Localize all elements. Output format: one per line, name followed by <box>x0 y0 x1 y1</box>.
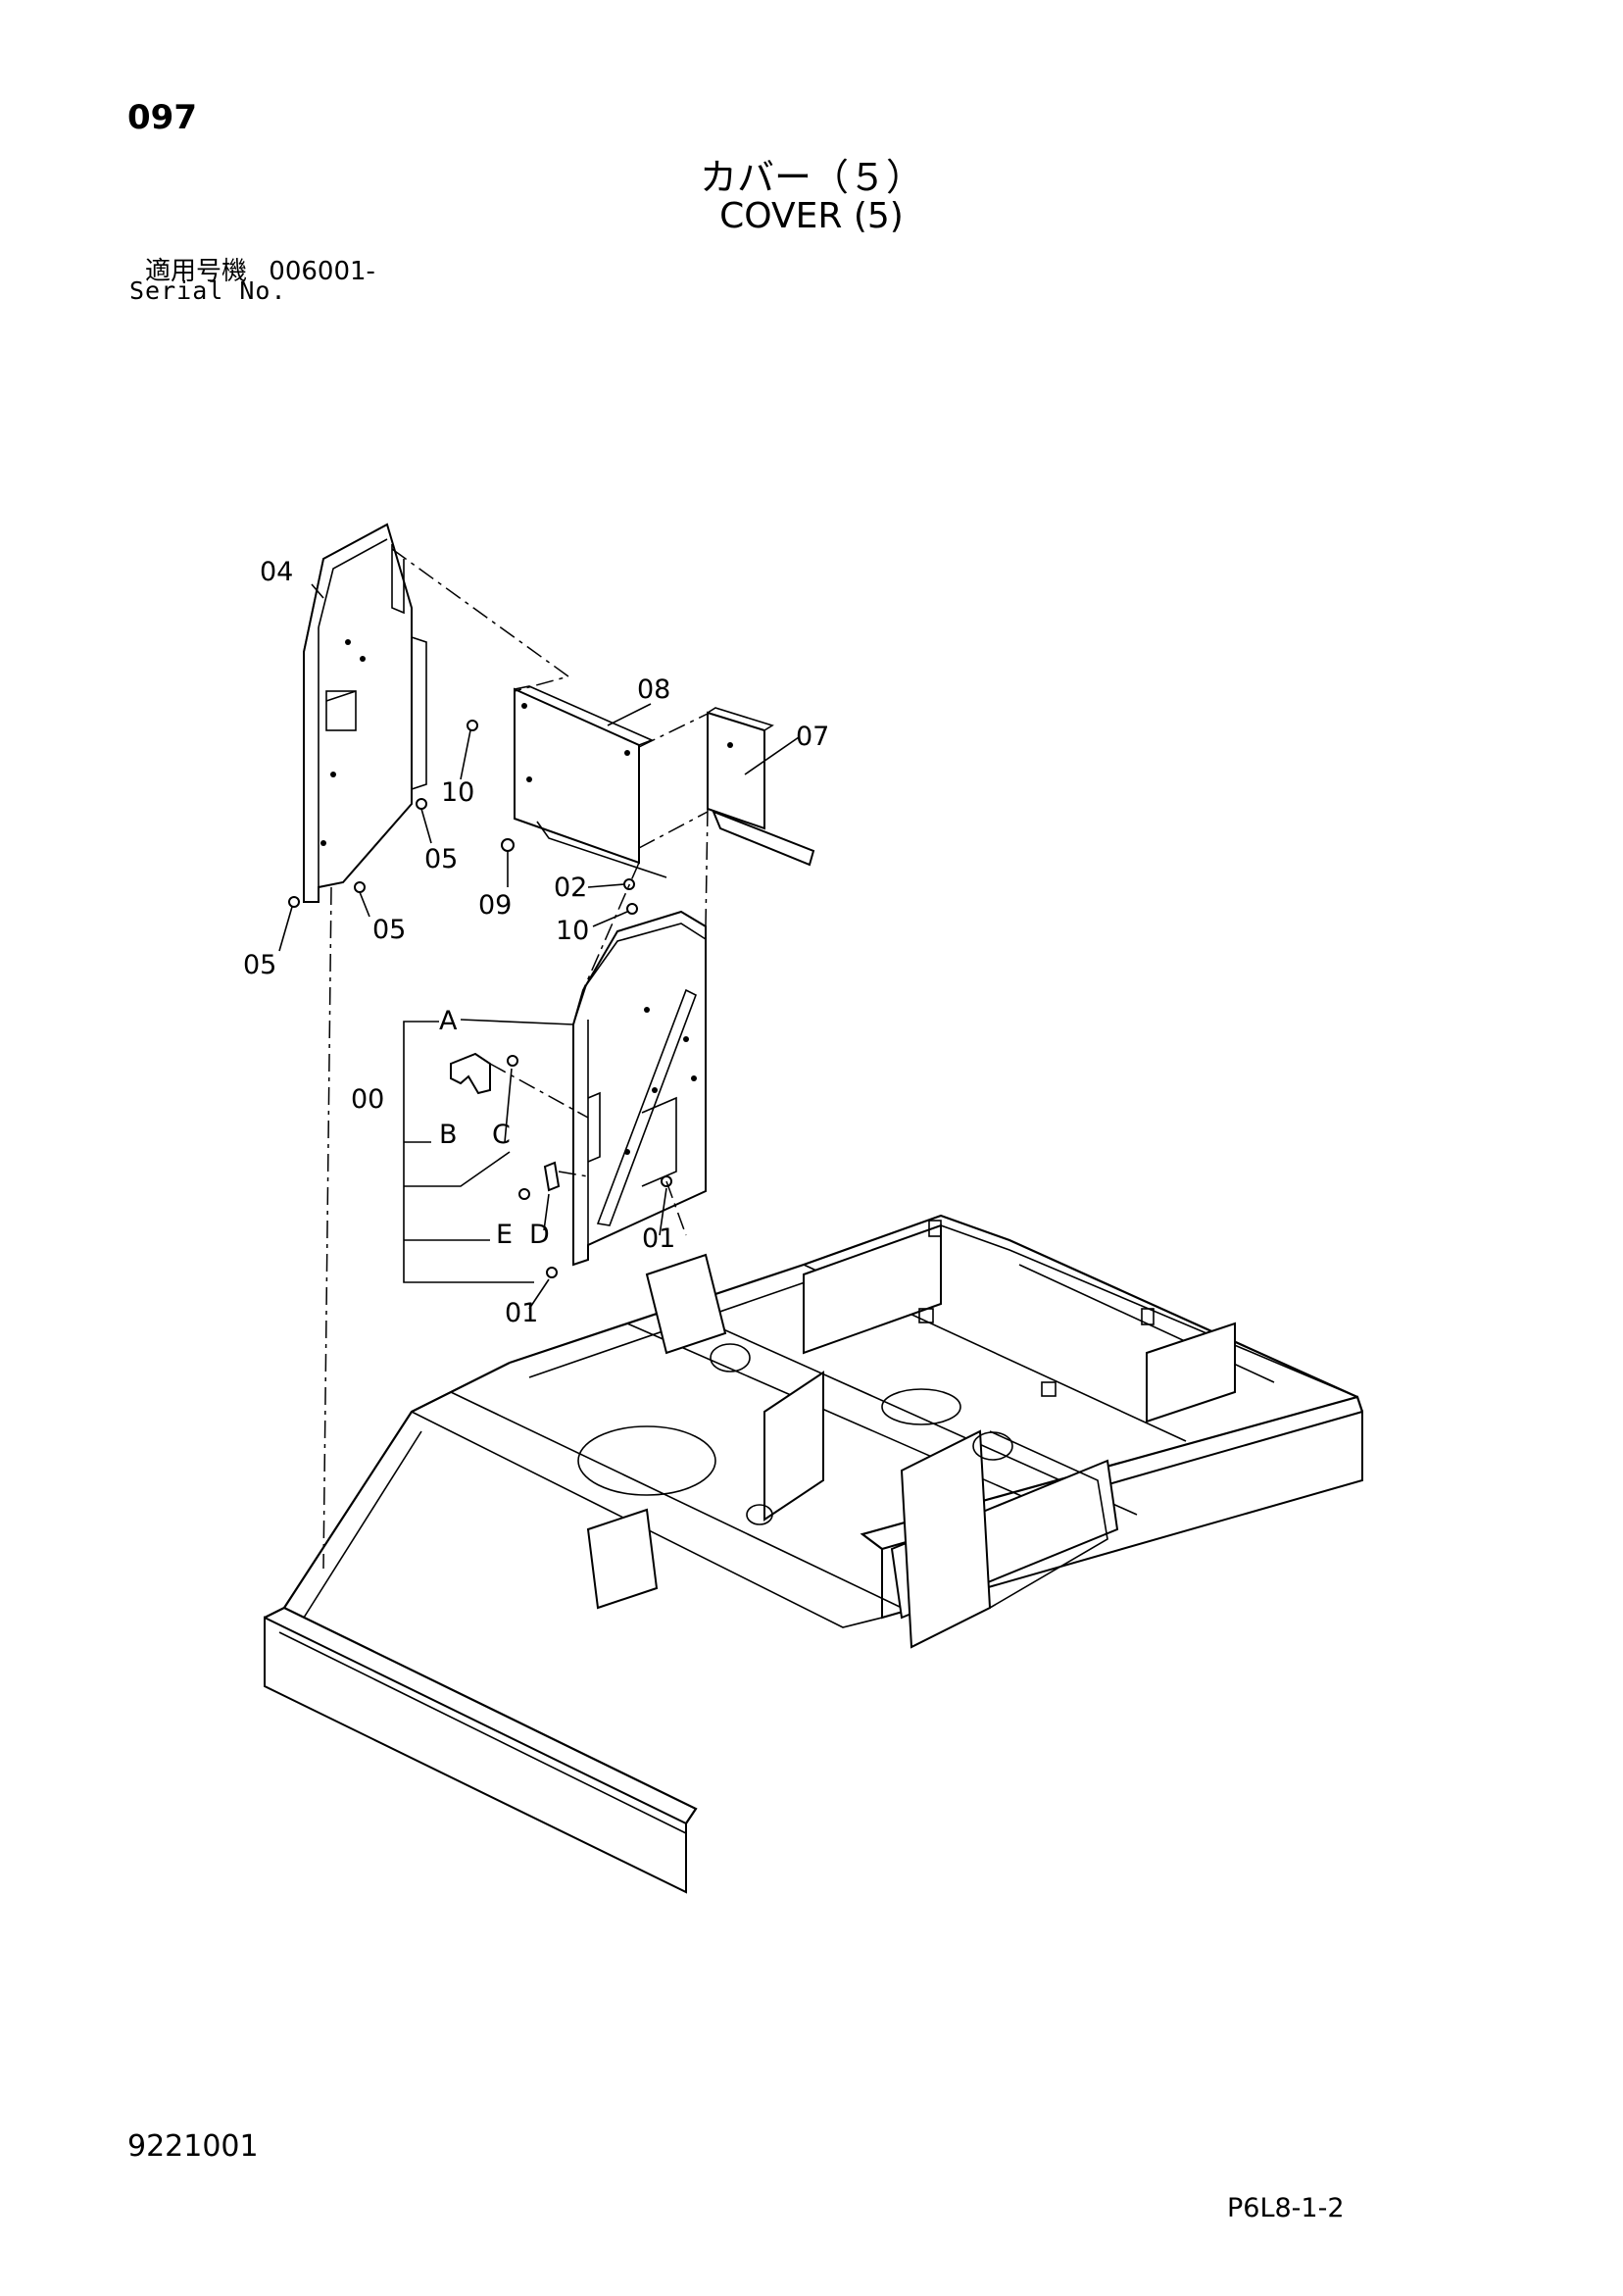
callout-04: 04 <box>260 557 293 587</box>
bolt-icon-group <box>288 720 672 1278</box>
part-04-side-panel <box>303 523 427 903</box>
serial-label-japanese: 適用号機 <box>145 257 248 286</box>
callout-c: C <box>492 1120 511 1150</box>
page-reference: P6L8-1-2 <box>1227 2193 1345 2223</box>
callout-05-c: 05 <box>243 950 276 980</box>
serial-line-japanese: 適用号機 006001- <box>145 251 375 287</box>
serial-value: 006001- <box>269 257 375 286</box>
callout-01-lower: 01 <box>505 1298 538 1328</box>
document-id: 9221001 <box>127 2129 259 2164</box>
part-08-plate <box>514 685 667 878</box>
title-english: COVER (5) <box>719 196 904 236</box>
callout-09: 09 <box>478 890 512 921</box>
callout-d: D <box>529 1220 550 1250</box>
callout-07: 07 <box>796 722 829 752</box>
callout-labels: 04 08 07 10 05 05 05 09 02 10 A 00 B C E… <box>243 557 829 1328</box>
callout-05-b: 05 <box>372 915 406 945</box>
callout-10-upper: 10 <box>441 777 474 808</box>
callout-08: 08 <box>637 674 670 705</box>
part-07-bracket <box>707 707 815 867</box>
base-frame <box>264 1214 1364 1894</box>
title-japanese: カバー（５） <box>699 156 923 199</box>
callout-e: E <box>496 1220 513 1250</box>
leader-lines <box>278 583 800 1310</box>
callout-a: A <box>439 1006 458 1036</box>
callout-10-lower: 10 <box>556 916 589 946</box>
callout-05-a: 05 <box>424 844 458 874</box>
callout-02: 02 <box>554 873 587 903</box>
page-number: 097 <box>127 98 197 137</box>
bracket-b <box>450 1052 491 1095</box>
callout-b: B <box>439 1120 458 1150</box>
assembly-guide-lines <box>322 548 709 1570</box>
part-00-assembly-panel <box>572 910 707 1267</box>
callout-01-right: 01 <box>642 1223 675 1254</box>
serial-label-english: Serial No. <box>129 276 287 305</box>
bracket-d <box>543 1161 561 1192</box>
callout-00: 00 <box>351 1084 384 1115</box>
